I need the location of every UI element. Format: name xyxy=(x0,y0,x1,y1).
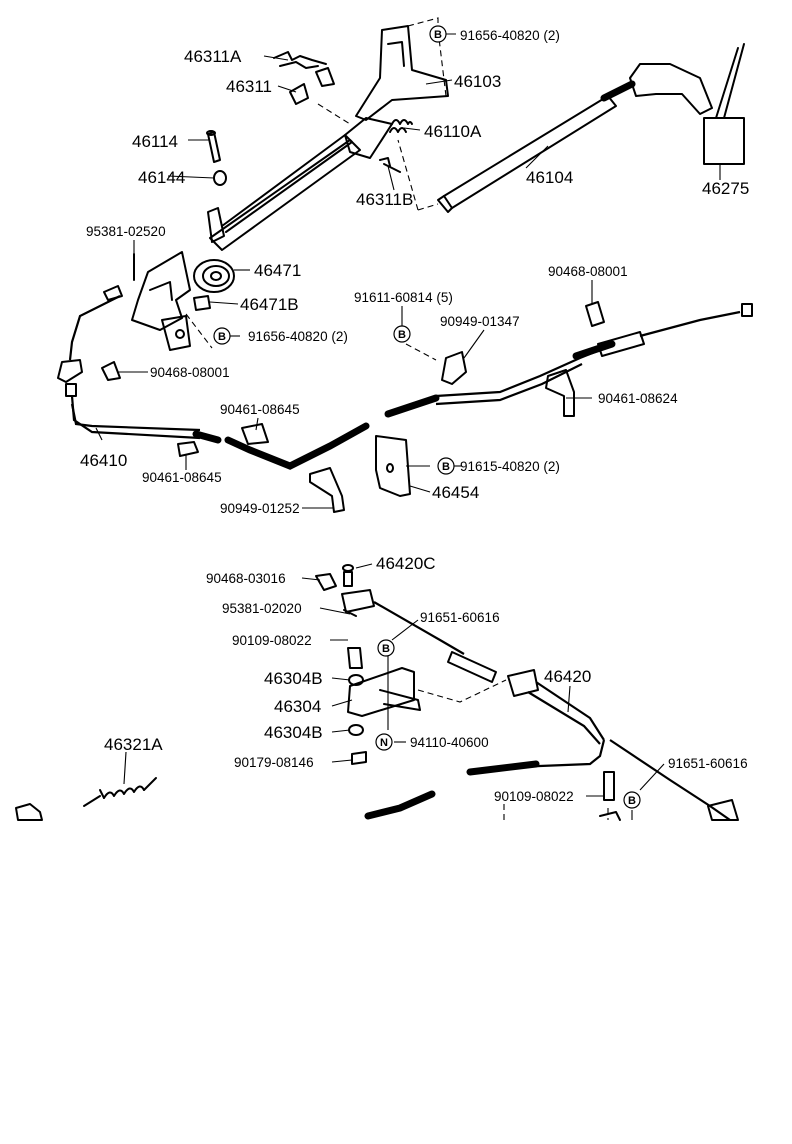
label-90949-01252: 90949-01252 xyxy=(220,501,300,516)
equalizer-assembly-drawing xyxy=(315,564,739,821)
label-46114: 46114 xyxy=(132,132,178,151)
pulley-46471-drawing xyxy=(193,259,235,293)
label-46304: 46304 xyxy=(274,697,321,716)
badge-b-91651-a: B xyxy=(377,639,395,657)
label-46471B: 46471B xyxy=(240,295,299,314)
label-46304B-a: 46304B xyxy=(264,669,323,688)
label-90461-08624: 90461-08624 xyxy=(598,391,678,406)
label-90109-08022-a: 90109-08022 xyxy=(232,633,312,648)
svg-text:N: N xyxy=(380,737,388,749)
leader-lines xyxy=(95,33,721,820)
label-90461-08645-b: 90461-08645 xyxy=(142,470,222,485)
label-90468-08001-right: 90468-08001 xyxy=(548,264,628,279)
label-91656-40820-mid: 91656-40820 (2) xyxy=(248,329,348,344)
label-46311A: 46311A xyxy=(184,47,242,66)
label-46420C: 46420C xyxy=(376,554,436,573)
label-90949-01347: 90949-01347 xyxy=(440,314,520,329)
spring-46321A-drawing xyxy=(15,777,157,821)
lever-frame-drawing xyxy=(131,117,393,351)
front-cable-46410-drawing xyxy=(57,285,753,470)
label-46110A: 46110A xyxy=(424,122,482,141)
label-91651-60616-a: 91651-60616 xyxy=(420,610,500,625)
svg-text:B: B xyxy=(442,461,450,473)
label-90468-03016: 90468-03016 xyxy=(206,571,286,586)
label-46454: 46454 xyxy=(432,483,479,502)
svg-text:B: B xyxy=(434,29,442,41)
spring-46110A-drawing xyxy=(389,119,413,133)
label-95381-02020: 95381-02020 xyxy=(222,601,302,616)
label-46471: 46471 xyxy=(254,261,301,280)
svg-text:B: B xyxy=(398,329,406,341)
badge-n-94110: N xyxy=(375,733,393,751)
badge-b-91651-b: B xyxy=(623,791,641,809)
label-91651-60616-b: 91651-60616 xyxy=(668,756,748,771)
label-91615-40820: 91615-40820 (2) xyxy=(460,459,560,474)
washer-46144-drawing xyxy=(213,170,227,186)
label-46104: 46104 xyxy=(526,168,573,187)
upper-dashed-leads xyxy=(185,103,437,361)
bracket-46454-drawing xyxy=(375,435,411,497)
label-46103: 46103 xyxy=(454,72,501,91)
label-46311B: 46311B xyxy=(356,190,413,209)
label-46420: 46420 xyxy=(544,667,591,686)
label-90109-08022-b: 90109-08022 xyxy=(494,789,574,804)
badge-b-91656-top: B xyxy=(429,25,447,43)
badge-b-91611: B xyxy=(393,325,411,343)
pin-46311B-drawing xyxy=(379,157,401,173)
label-90461-08645-a: 90461-08645 xyxy=(220,402,300,417)
label-91611-60814: 91611-60814 (5) xyxy=(354,290,453,305)
tag-46275-drawing xyxy=(703,43,745,165)
svg-text:B: B xyxy=(628,795,636,807)
clip-46311-drawing xyxy=(289,67,335,105)
label-90468-08001-left: 90468-08001 xyxy=(150,365,230,380)
svg-text:B: B xyxy=(218,331,226,343)
label-46144: 46144 xyxy=(138,168,185,187)
label-95381-02520: 95381-02520 xyxy=(86,224,166,239)
clip-46311A-drawing xyxy=(273,51,327,69)
label-46410: 46410 xyxy=(80,451,127,470)
label-46304B-b: 46304B xyxy=(264,723,323,742)
pin-46114-drawing xyxy=(206,130,221,163)
label-46321A: 46321A xyxy=(104,735,163,754)
pin-46471B-drawing xyxy=(193,295,211,311)
label-90179-08146: 90179-08146 xyxy=(234,755,314,770)
label-94110-40600: 94110-40600 xyxy=(410,735,489,750)
badge-b-91615: B xyxy=(437,457,455,475)
label-91656-40820-top: 91656-40820 (2) xyxy=(460,28,560,43)
cable-clips-drawing xyxy=(101,301,605,513)
svg-text:B: B xyxy=(382,643,390,655)
label-46275: 46275 xyxy=(702,179,749,198)
handle-46104-drawing xyxy=(397,63,713,213)
badge-b-91656-mid: B xyxy=(213,327,231,345)
label-46311: 46311 xyxy=(226,77,272,96)
